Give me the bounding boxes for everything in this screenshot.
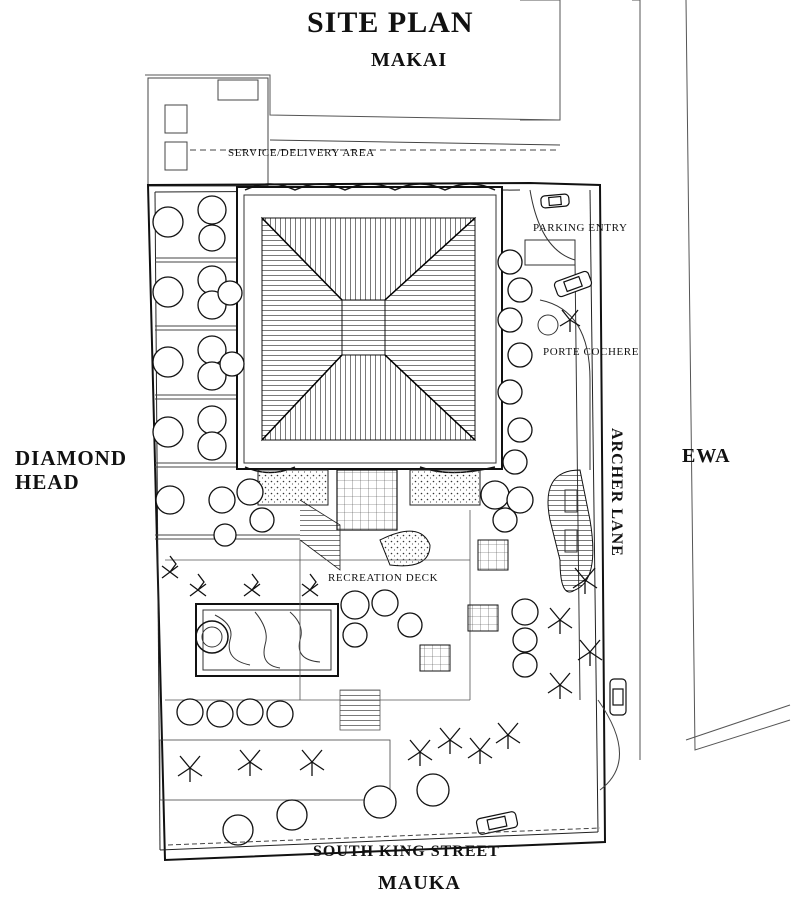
site-boundary: [146, 181, 607, 862]
archer-lane-label: ARCHER LANE: [608, 428, 625, 557]
entry-stairs: [257, 469, 481, 571]
makai-label: MAKAI: [371, 49, 448, 71]
service-delivery-area: [147, 77, 561, 187]
parking-entry-label: PARKING ENTRY: [533, 222, 628, 234]
parked-cars: [475, 193, 627, 835]
south-king-street-label: SOUTH KING STREET: [313, 843, 500, 860]
service-delivery-area-label: SERVICE/DELIVERY AREA: [228, 147, 375, 159]
driveway: [524, 189, 594, 701]
diamond-head-label: DIAMOND HEAD: [15, 446, 127, 494]
canopy-trees: [152, 195, 539, 846]
curb-line: [167, 699, 620, 846]
porte-cochere-label: PORTE COCHERE: [543, 346, 640, 358]
mauka-label: MAUKA: [378, 872, 461, 894]
recreation-deck-label: RECREATION DECK: [328, 572, 439, 584]
page-title: SITE PLAN: [307, 6, 474, 39]
pool: [195, 603, 339, 677]
adjacent-parcels: [145, 0, 791, 760]
deck-paving: [159, 510, 471, 801]
trellis: [419, 539, 509, 672]
main-building: [236, 183, 503, 474]
diamond-head-line2: HEAD: [15, 470, 80, 494]
ewa-label: EWA: [682, 445, 731, 467]
diamond-head-line1: DIAMOND: [15, 446, 127, 470]
palm-trees: [161, 309, 603, 782]
